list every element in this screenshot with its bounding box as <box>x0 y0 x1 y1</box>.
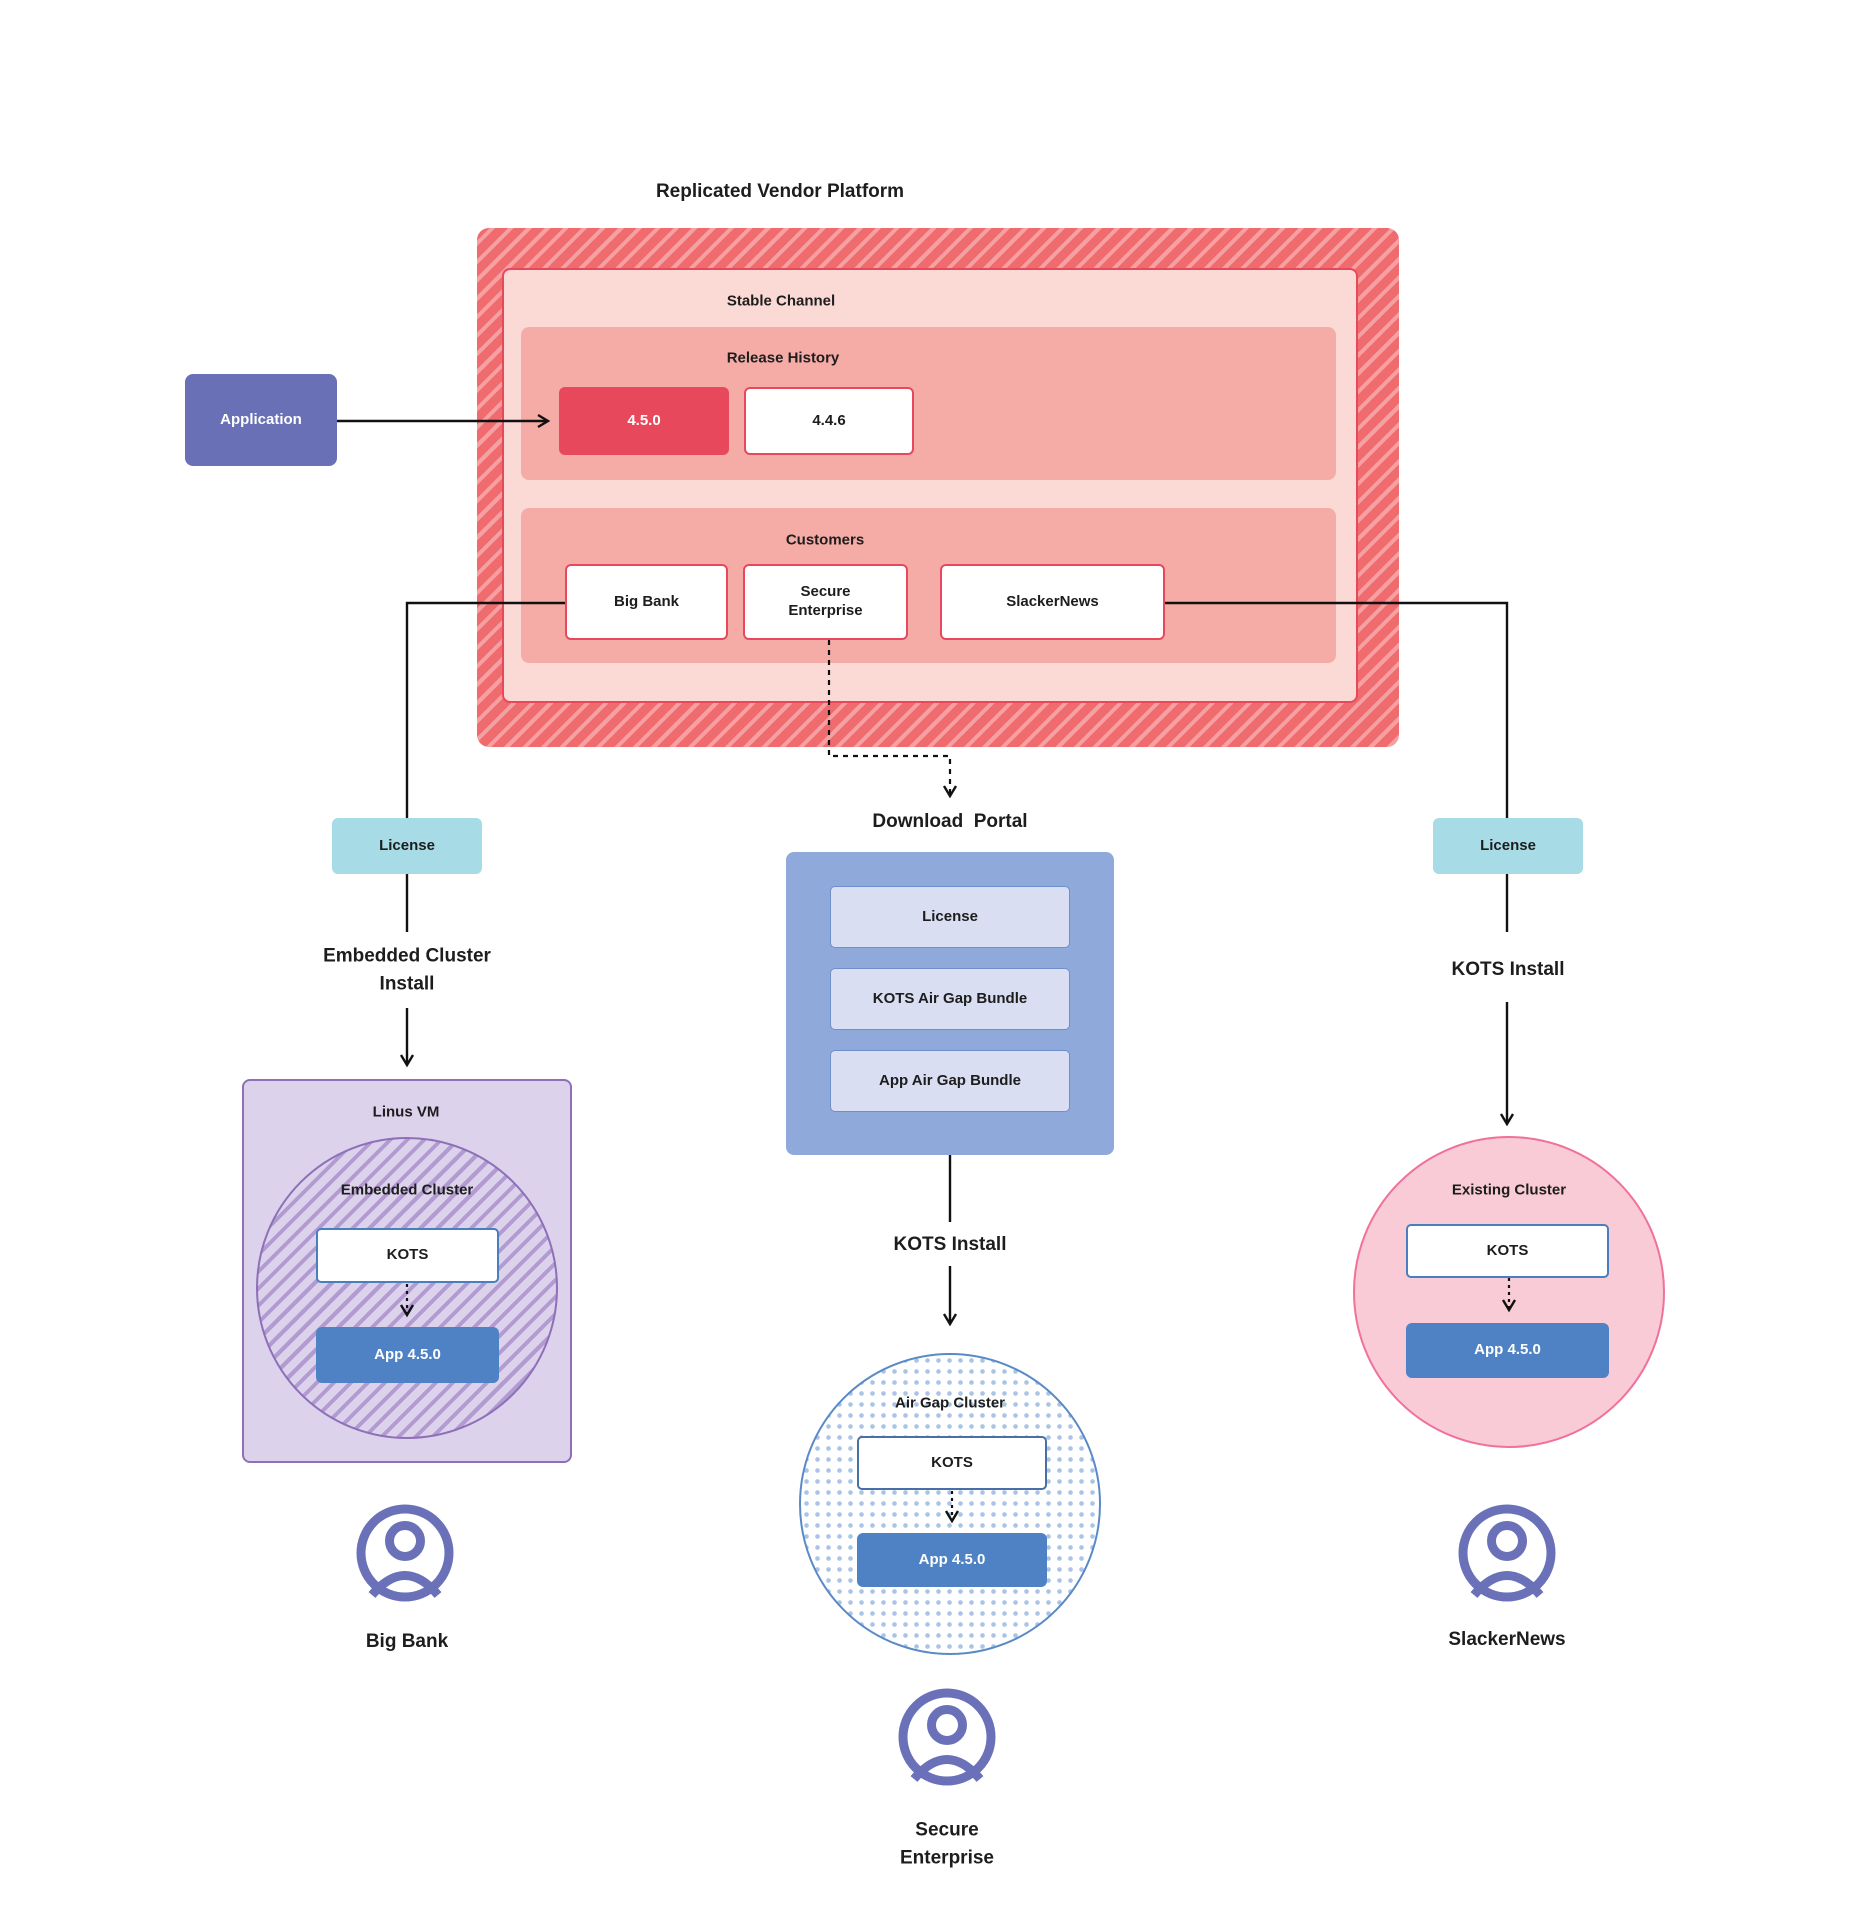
customer-secure-enterprise: Secure Enterprise <box>743 564 908 640</box>
user-label-line1: Secure <box>915 1819 979 1841</box>
customer-big-bank: Big Bank <box>565 564 728 640</box>
embedded-cluster-label: Embedded Cluster <box>340 1181 474 1199</box>
customer-slackernews: SlackerNews <box>940 564 1165 640</box>
install-label-line2: Install <box>379 973 435 994</box>
license-label: License <box>1480 836 1536 854</box>
portal-item-label: License <box>922 907 978 925</box>
portal-item-label: KOTS Air Gap Bundle <box>872 989 1028 1007</box>
big-bank-user-label: Big Bank <box>365 1631 449 1653</box>
portal-item-kots-bundle: KOTS Air Gap Bundle <box>830 968 1070 1030</box>
kots-install-mid-label: KOTS Install <box>893 1234 1007 1256</box>
license-node-left: License <box>332 818 482 874</box>
slackernews-user-label: SlackerNews <box>1448 1629 1566 1651</box>
app-node-mid: App 4.5.0 <box>857 1533 1047 1587</box>
kots-label: KOTS <box>386 1246 429 1264</box>
secure-enterprise-user-label: Secure Enterprise <box>900 1816 994 1871</box>
release-version-446: 4.4.6 <box>744 387 914 455</box>
portal-item-license: License <box>830 886 1070 948</box>
app-label: App 4.5.0 <box>1474 1341 1541 1359</box>
kots-node-right: KOTS <box>1406 1224 1609 1278</box>
customer-label: Big Bank <box>613 592 679 610</box>
embedded-cluster-install-label: Embedded Cluster Install <box>323 942 491 997</box>
install-label-line1: Embedded Cluster <box>323 945 491 967</box>
release-history-label: Release History <box>726 349 840 367</box>
app-label: App 4.5.0 <box>918 1550 986 1568</box>
app-node-right: App 4.5.0 <box>1406 1323 1609 1378</box>
diagram-title: Replicated Vendor Platform <box>655 181 905 202</box>
license-node-right: License <box>1433 818 1583 874</box>
kots-node-left: KOTS <box>316 1228 499 1283</box>
app-label: App 4.5.0 <box>374 1345 441 1363</box>
customer-label: SlackerNews <box>1006 592 1099 610</box>
user-icon <box>1457 1503 1557 1603</box>
kots-label: KOTS <box>1486 1241 1529 1259</box>
portal-item-label: App Air Gap Bundle <box>879 1071 1021 1089</box>
customer-label: Enterprise <box>788 602 863 619</box>
release-version-label: 4.5.0 <box>627 411 661 429</box>
embedded-cluster-circle <box>256 1137 558 1439</box>
user-icon <box>897 1687 997 1787</box>
air-gap-cluster-label: Air Gap Cluster <box>894 1394 1006 1412</box>
user-label-line2: Enterprise <box>900 1847 994 1868</box>
release-version-label: 4.4.6 <box>812 411 846 429</box>
application-label: Application <box>220 410 302 428</box>
existing-cluster-label: Existing Cluster <box>1451 1181 1567 1199</box>
linus-vm-label: Linus VM <box>372 1103 440 1121</box>
stable-channel-label: Stable Channel <box>726 292 836 310</box>
app-node-left: App 4.5.0 <box>316 1327 499 1383</box>
customers-label: Customers <box>785 531 865 549</box>
kots-node-mid: KOTS <box>857 1436 1047 1490</box>
kots-label: KOTS <box>931 1453 973 1471</box>
application-node: Application <box>185 374 337 466</box>
user-icon <box>355 1503 455 1603</box>
customer-label: Secure <box>800 583 851 601</box>
kots-install-right-label: KOTS Install <box>1451 959 1565 981</box>
license-label: License <box>379 836 435 854</box>
release-version-450: 4.5.0 <box>559 387 729 455</box>
portal-item-app-bundle: App Air Gap Bundle <box>830 1050 1070 1112</box>
download-portal-label: Download Portal <box>872 811 1028 833</box>
air-gap-cluster-circle <box>799 1353 1101 1655</box>
